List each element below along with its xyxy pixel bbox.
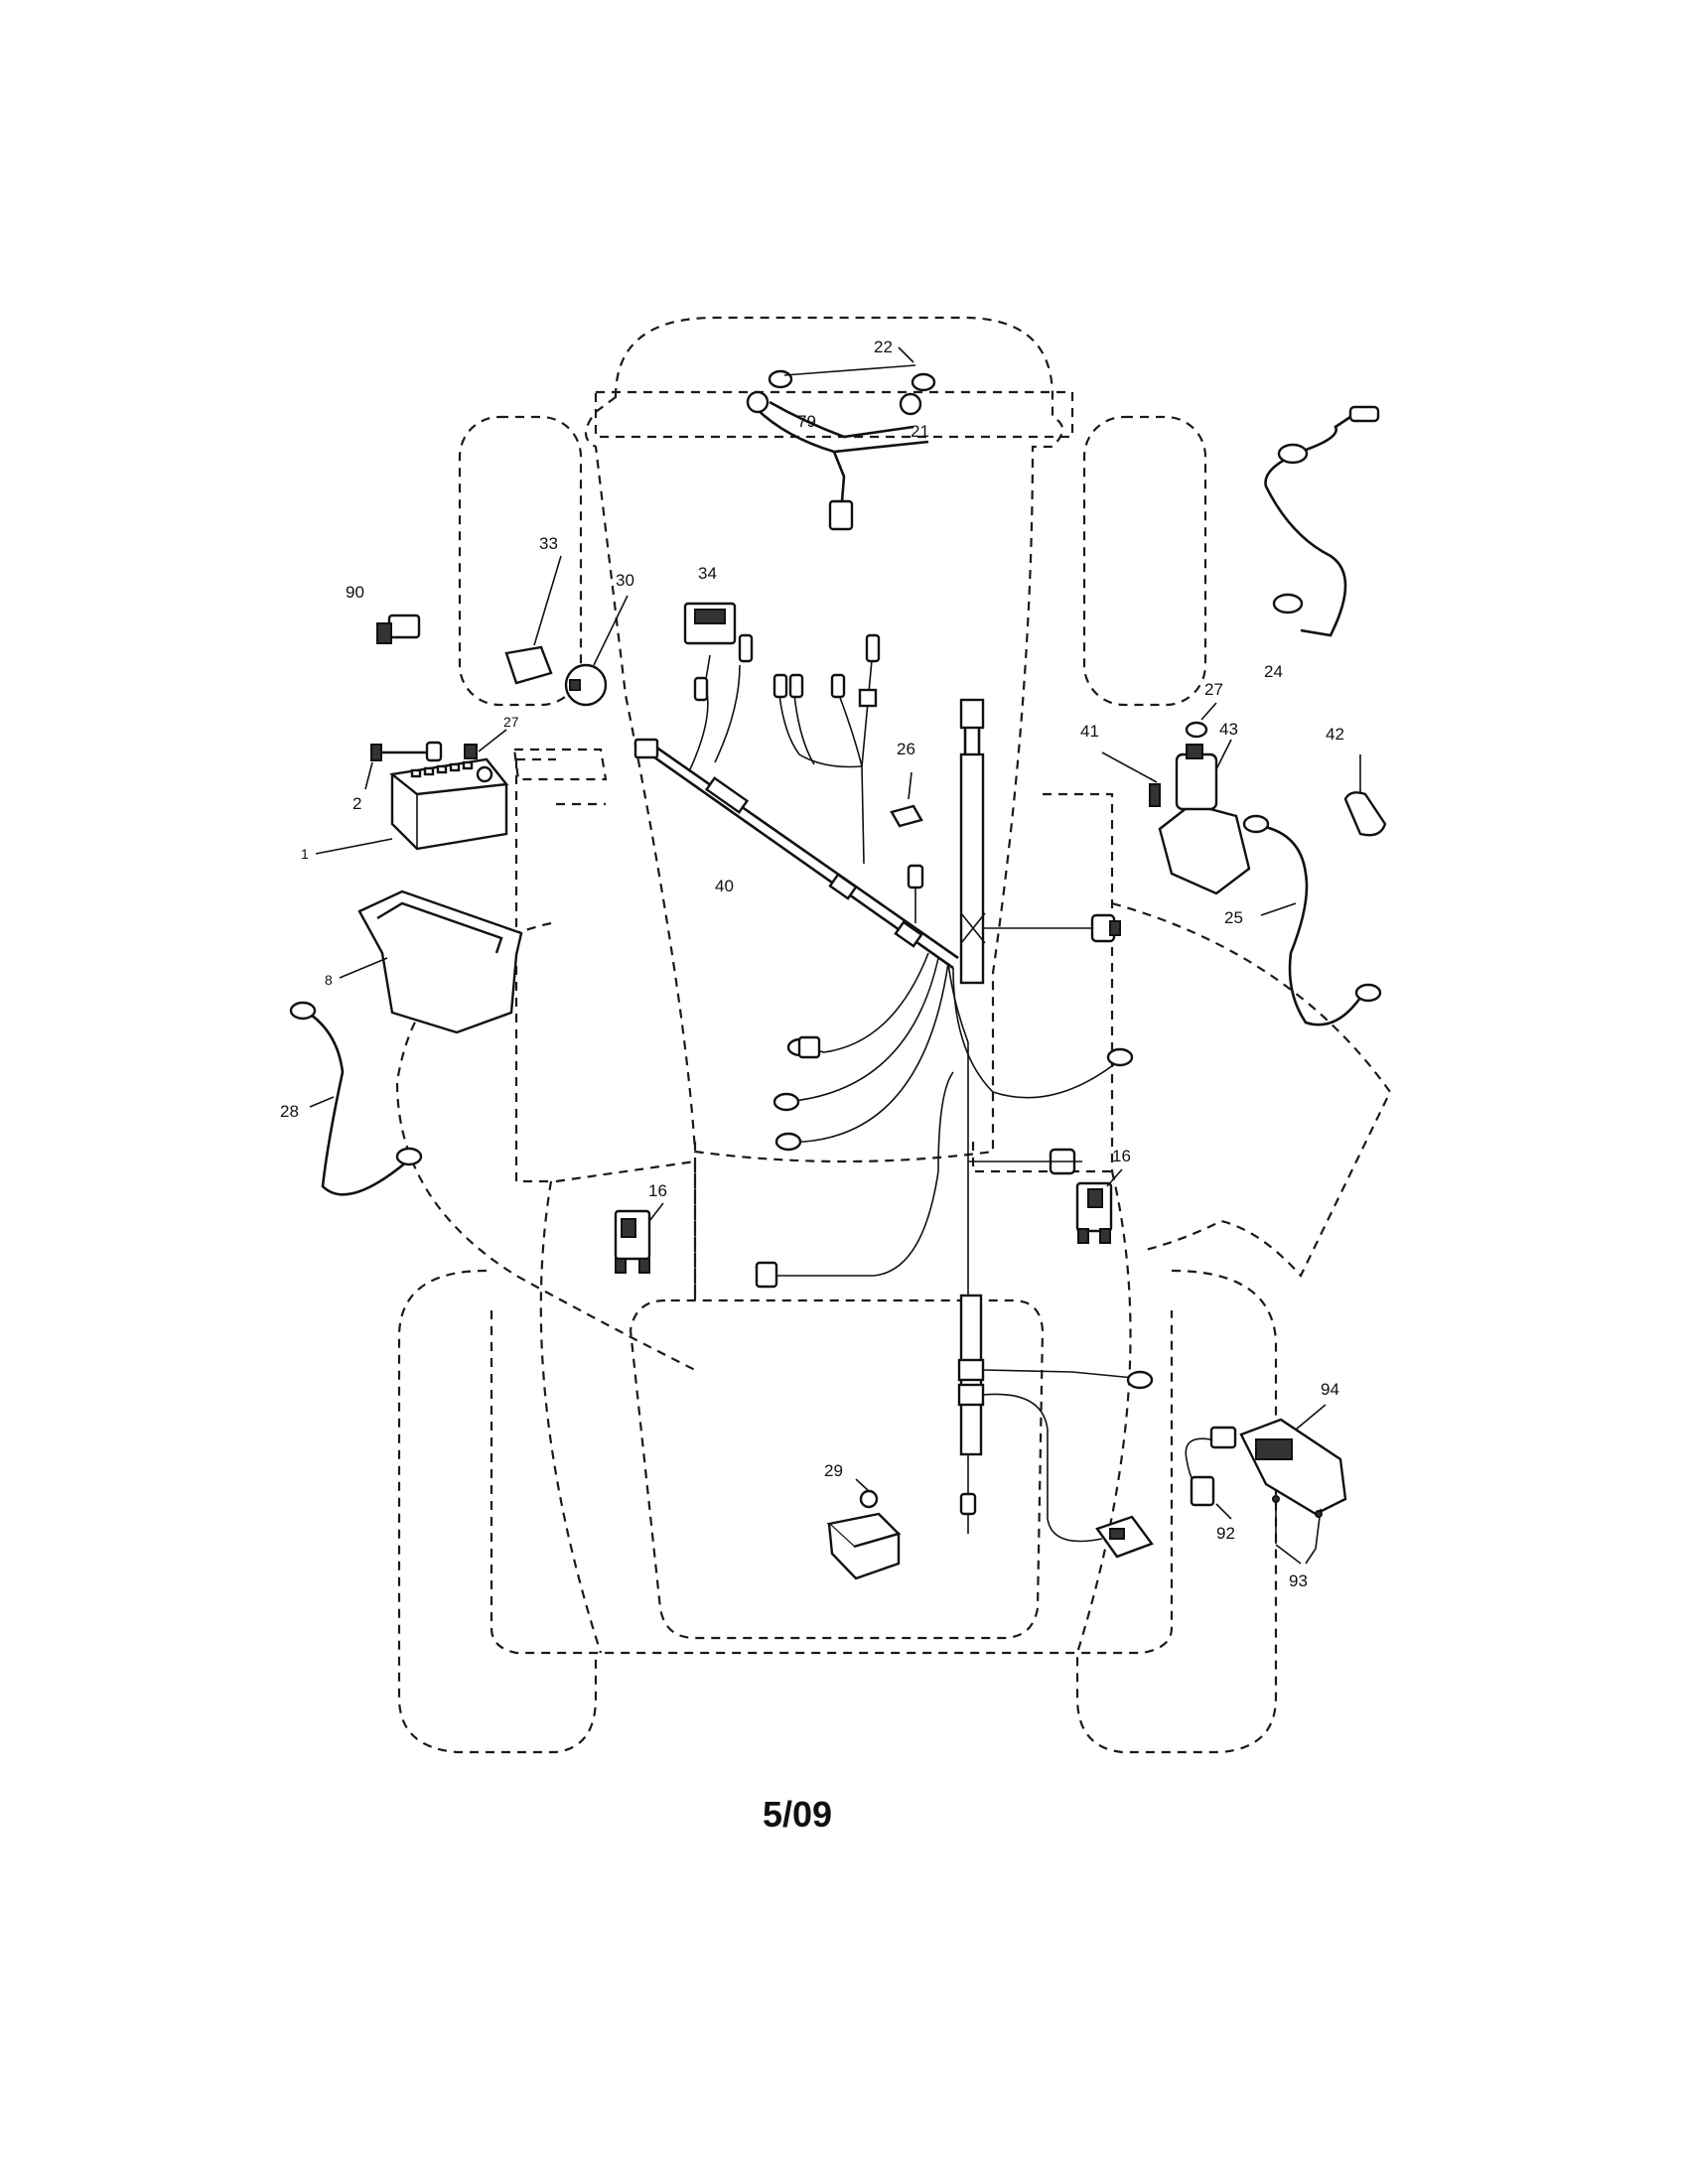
ground-cable-28 <box>289 1001 423 1196</box>
part-labels: 1 2 27 8 28 90 33 30 34 22 79 21 24 27 4… <box>280 338 1344 1590</box>
main-harness-40 <box>633 633 959 970</box>
label-1: 1 <box>301 846 309 862</box>
label-79: 79 <box>797 412 816 431</box>
part-29-switch <box>826 1478 902 1580</box>
label-8: 8 <box>325 972 333 988</box>
label-29: 29 <box>824 1461 843 1480</box>
label-30: 30 <box>616 571 634 590</box>
label-26: 26 <box>897 740 915 758</box>
label-93: 93 <box>1289 1571 1308 1590</box>
headlight-harness <box>746 346 936 531</box>
label-16-left: 16 <box>648 1181 667 1200</box>
label-27-solenoid: 27 <box>1204 680 1223 699</box>
label-24: 24 <box>1264 662 1283 681</box>
part-30-ignition-switch <box>564 595 629 707</box>
date-code: 5/09 <box>763 1794 832 1835</box>
part-26-fuse <box>890 771 923 828</box>
label-94: 94 <box>1321 1380 1339 1399</box>
lower-wiring <box>755 952 1154 1559</box>
label-16-right: 16 <box>1112 1147 1131 1165</box>
part-16-left <box>614 1202 664 1274</box>
part-33-key <box>504 555 562 685</box>
label-43: 43 <box>1219 720 1238 739</box>
part-16-right <box>1075 1168 1123 1244</box>
ground-cable-24 <box>1264 405 1380 637</box>
label-25: 25 <box>1224 908 1243 927</box>
label-22: 22 <box>874 338 893 356</box>
battery-group <box>315 729 509 855</box>
label-21: 21 <box>911 422 929 441</box>
label-33: 33 <box>539 534 558 553</box>
label-41: 41 <box>1080 722 1099 741</box>
part-90-connector <box>376 614 421 644</box>
battery-tray-8 <box>339 889 523 1034</box>
label-27-battery: 27 <box>503 714 519 730</box>
label-90: 90 <box>346 583 364 602</box>
label-42: 42 <box>1326 725 1344 744</box>
vertical-harness <box>959 698 1121 985</box>
label-28: 28 <box>280 1102 299 1121</box>
solenoid-group <box>1101 702 1387 1026</box>
label-34: 34 <box>698 564 717 583</box>
label-92: 92 <box>1216 1524 1235 1543</box>
label-2: 2 <box>352 794 361 813</box>
parts-92-93-94 <box>1185 1404 1347 1565</box>
battery-cells <box>410 760 474 778</box>
part-34-switch <box>683 602 737 645</box>
label-40: 40 <box>715 877 734 895</box>
